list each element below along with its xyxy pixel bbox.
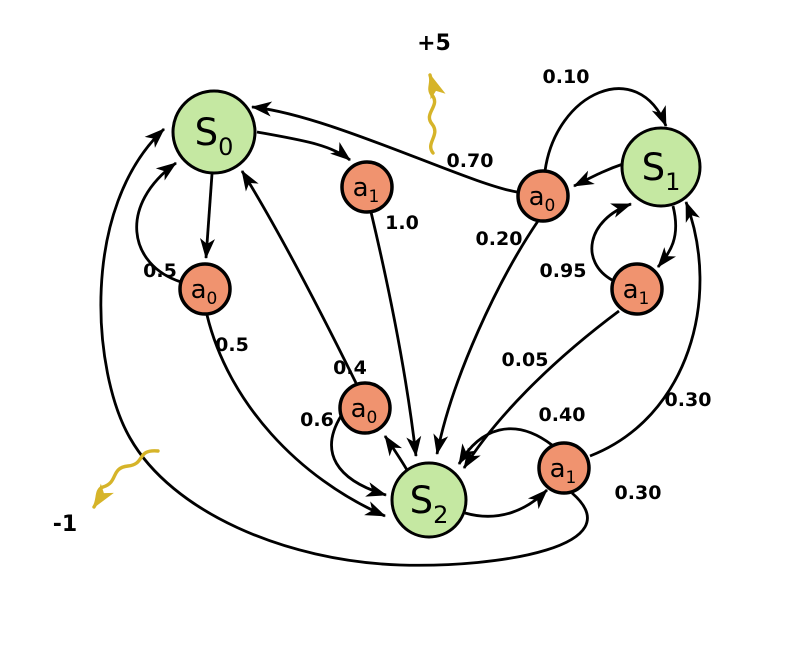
edge-a0-to-s0-p0.4 xyxy=(240,170,358,384)
edge-a1-to-s2-p1.0 xyxy=(369,211,422,457)
reward-label-plus5: +5 xyxy=(417,31,451,56)
prob-label-s0a0-s2: 0.5 xyxy=(215,334,249,356)
prob-label-s1a1-s2: 0.05 xyxy=(502,349,549,371)
action-node-s1-a0 xyxy=(516,169,570,223)
prob-label-s2a1-s2: 0.40 xyxy=(539,404,586,426)
action-node-s2-a0 xyxy=(338,381,392,435)
state-label-s0: S0 xyxy=(195,111,234,161)
edge-a1-to-s0-p0.30 xyxy=(99,127,589,567)
prob-label-s2a1-s0: 0.30 xyxy=(615,482,662,504)
edge-s1-to-a0 xyxy=(573,162,624,188)
prob-label-s0a0-s0: 0.5 xyxy=(143,260,177,282)
reward-labels: +5 -1 xyxy=(53,31,451,537)
edge-s2-to-a1 xyxy=(464,489,548,518)
state-nodes xyxy=(171,89,702,539)
transition-edges xyxy=(99,87,702,567)
edge-a0-to-s1-p0.10 xyxy=(543,87,668,172)
prob-label-s1a0-s0: 0.70 xyxy=(447,150,494,172)
edge-s0-to-a0 xyxy=(200,173,215,259)
state-node-s2 xyxy=(390,461,468,539)
action-nodes xyxy=(178,160,664,495)
prob-label-s1a0-s2: 0.20 xyxy=(476,228,523,250)
action-label-s2-a1: a1 xyxy=(550,454,577,488)
action-node-s2-a1 xyxy=(537,441,591,495)
prob-label-s1a1-s1: 0.95 xyxy=(540,260,587,282)
edge-a1-to-s1-p0.95 xyxy=(590,202,632,282)
action-label-s0-a1: a1 xyxy=(353,173,380,207)
reward-label-minus1: -1 xyxy=(53,512,77,537)
prob-label-s2a0-s2: 0.6 xyxy=(300,409,334,431)
edge-s1-to-a1 xyxy=(656,205,678,268)
action-node-s0-a0 xyxy=(178,262,232,316)
state-label-s2: S2 xyxy=(410,479,449,529)
prob-label-s1a0-s1: 0.10 xyxy=(543,66,590,88)
edge-a0-to-s2-p0.5 xyxy=(205,314,386,518)
action-label-s1-a1: a1 xyxy=(623,275,650,309)
edge-a1-to-s2-p0.40 xyxy=(457,427,553,465)
action-node-s0-a1 xyxy=(340,160,394,214)
prob-label-s2a0-s0: 0.4 xyxy=(333,357,367,379)
probability-labels: 0.10 0.70 0.20 0.95 0.5 0.5 1.0 0.4 0.6 … xyxy=(143,66,711,504)
edge-s0-to-a1 xyxy=(256,130,351,162)
edge-a0-to-s2-p0.6 xyxy=(330,415,387,497)
reward-arrows xyxy=(92,73,446,509)
action-label-s0-a0: a0 xyxy=(191,275,218,309)
action-node-s1-a1 xyxy=(610,262,664,316)
state-node-s0 xyxy=(171,89,257,175)
edge-a1-to-s1-p0.30 xyxy=(589,201,702,458)
action-label-s2-a0: a0 xyxy=(351,394,378,428)
state-node-s1 xyxy=(620,126,702,208)
state-label-s1: S1 xyxy=(642,146,681,196)
action-label-s1-a0: a0 xyxy=(529,182,556,216)
prob-label-s2a1-s1: 0.30 xyxy=(665,389,712,411)
edge-a0-to-s2-p0.20 xyxy=(433,220,540,455)
edge-a0-to-s0-p0.70 xyxy=(251,101,518,194)
reward-minus1-squiggle-arrow xyxy=(92,449,160,509)
reward-plus5-squiggle-arrow xyxy=(427,73,446,155)
edge-s2-to-a0 xyxy=(383,435,409,471)
edge-a1-to-s2-p0.05 xyxy=(462,309,620,469)
prob-label-s0a1-s2: 1.0 xyxy=(385,212,419,234)
edge-a0-to-s0-p0.5 xyxy=(135,161,182,284)
node-labels: S0 S1 S2 a1 a0 a0 a1 a0 a1 xyxy=(191,111,681,529)
